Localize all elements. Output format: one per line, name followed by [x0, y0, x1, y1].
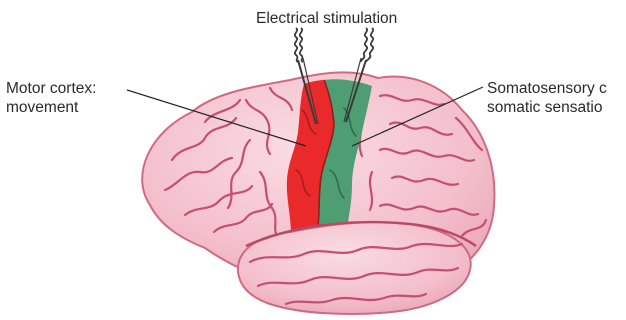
- motor-cortex-label-line2: movement: [6, 98, 96, 117]
- motor-cortex-label-line1: Motor cortex:: [6, 79, 96, 98]
- somatosensory-cortex-label: Somatosensory c somatic sensatio: [487, 79, 607, 117]
- electrical-stimulation-label: Electrical stimulation: [256, 9, 397, 28]
- motor-cortex-label: Motor cortex: movement: [6, 79, 96, 117]
- somatosensory-label-line1: Somatosensory c: [487, 79, 607, 98]
- somatosensory-label-line2: somatic sensatio: [487, 98, 607, 117]
